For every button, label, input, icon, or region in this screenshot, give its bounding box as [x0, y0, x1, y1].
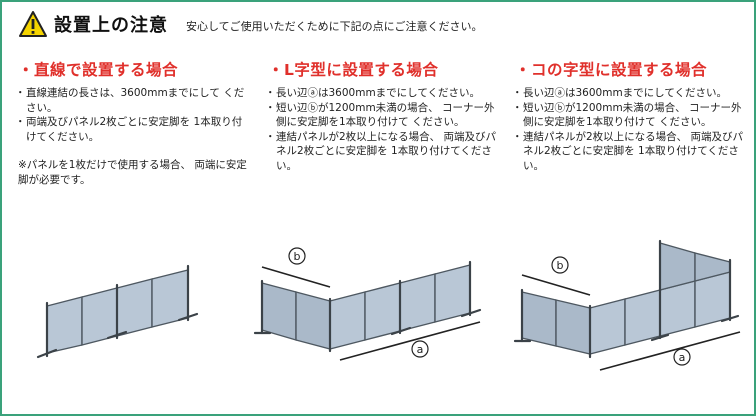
label-b: b [557, 259, 564, 272]
section-heading: ・L字型に設置する場合 [268, 61, 439, 79]
note: ※パネルを1枚だけで使用する場合、 両端に安定脚が必要です。 [18, 159, 247, 186]
label-a: a [679, 351, 686, 364]
page-title: 設置上の注意 [54, 15, 168, 36]
list-item: 直線連結の長さは、3600mmまでにして ください。 [15, 86, 248, 115]
list-item: 長い辺ⓐは3600mmまでにしてください。 [512, 86, 745, 101]
list-item: 長い辺ⓐは3600mmまでにしてください。 [265, 86, 498, 101]
list-item: 短い辺ⓑが1200mm未満の場合、 コーナー外側に安定脚を1本取り付けて くださ… [265, 101, 498, 130]
list-item: 両端及びパネル2枚ごとに安定脚を 1本取り付けてください。 [15, 115, 248, 144]
list-item: 連結パネルが2枚以上になる場合、 両端及びパネル2枚ごとに安定脚を 1本取り付け… [512, 130, 745, 174]
section-l-shape: ・L字型に設置する場合 長い辺ⓐは3600mmまでにしてください。 短い辺ⓑが1… [265, 58, 498, 174]
section-u-shape: ・コの字型に設置する場合 長い辺ⓐは3600mmまでにしてください。 短い辺ⓑが… [512, 58, 745, 174]
list-item: 連結パネルが2枚以上になる場合、 両端及びパネル2枚ごとに安定脚を 1本取り付け… [265, 130, 498, 174]
label-b: b [294, 250, 301, 263]
page-subtitle: 安心してご使用いただくために下記の点にご注意ください。 [186, 19, 483, 33]
section-heading: ・直線で設置する場合 [18, 61, 179, 79]
section-straight: ・直線で設置する場合 直線連結の長さは、3600mmまでにして ください。 両端… [15, 58, 248, 187]
section-heading: ・コの字型に設置する場合 [515, 61, 708, 79]
header: 設置上の注意 安心してご使用いただくために下記の点にご注意ください。 [18, 8, 482, 40]
u-shape-panels-diagram: b a [513, 239, 741, 371]
label-a: a [417, 343, 424, 356]
warning-icon [19, 11, 47, 37]
straight-panels-diagram [36, 264, 199, 359]
l-shape-panels-diagram: b a [253, 247, 482, 361]
list-item: 短い辺ⓑが1200mm未満の場合、 コーナー外側に安定脚を1本取り付けて くださ… [512, 101, 745, 130]
